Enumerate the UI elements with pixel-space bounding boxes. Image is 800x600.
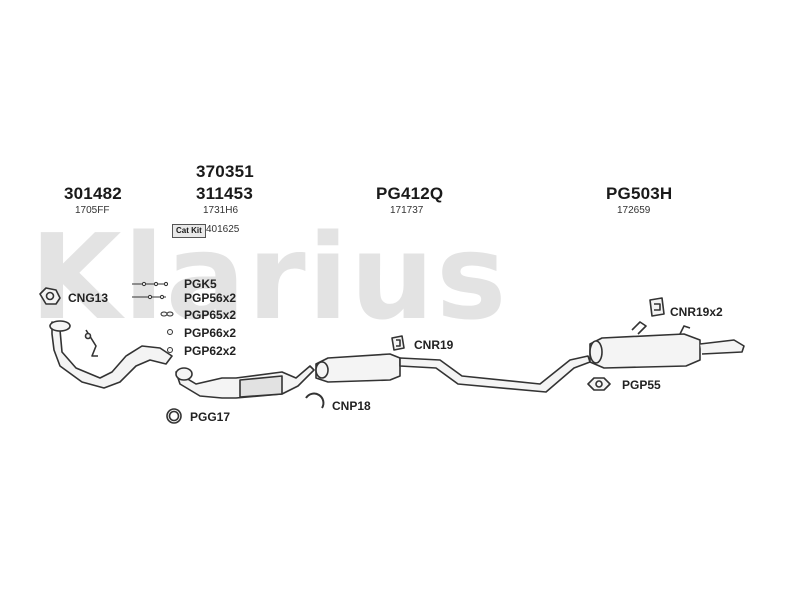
cnr19-hanger-icon [391, 335, 405, 351]
cnr19x2-hanger-icon [649, 297, 665, 317]
pgp65-nut-icon [160, 311, 174, 317]
center-muffler [315, 353, 401, 383]
part-label-pgp65: PGP65x2 [184, 308, 237, 322]
part-label-pgk5: PGK5 [184, 277, 217, 291]
header-code: PG503H [606, 184, 673, 203]
part-label-pgp56: PGP56x2 [184, 291, 237, 305]
part-label-cnr19: CNR19 [414, 338, 454, 352]
pgp66-stud-icon [167, 329, 173, 335]
part-label-pgp62: PGP62x2 [184, 344, 237, 358]
part-label-pgp66: PGP66x2 [184, 326, 237, 340]
header-sub: 1731H6 [203, 205, 239, 216]
header-sub: 1705FF [75, 205, 110, 216]
cnp18-clamp-icon [305, 392, 325, 409]
header-sub: 171737 [390, 205, 424, 216]
cat-kit-badge: Cat Kit [172, 224, 206, 238]
part-label-cnr19x2: CNR19x2 [670, 305, 723, 319]
part-label-pgp55: PGP55 [622, 378, 661, 392]
cat-kit-code: 401625 [206, 224, 240, 235]
part-label-cng13: CNG13 [68, 291, 109, 305]
header-code: 301482 [64, 184, 122, 203]
pgp56-bolt-icon [132, 294, 166, 300]
pgk5-kit-icon [132, 281, 169, 287]
header-sub: 172659 [617, 205, 651, 216]
part-label-pgg17: PGG17 [190, 410, 231, 424]
front-downpipe [51, 321, 173, 389]
part-label-cnp18: CNP18 [332, 399, 371, 413]
pgp62-washer-icon [167, 347, 173, 353]
rear-muffler [589, 333, 701, 369]
header-code: 370351 [196, 162, 254, 181]
header-code: PG412Q [376, 184, 444, 203]
header-code: 311453 [196, 184, 253, 203]
intermediate-pipe [399, 355, 591, 393]
brand-watermark: Klarius [30, 208, 509, 346]
